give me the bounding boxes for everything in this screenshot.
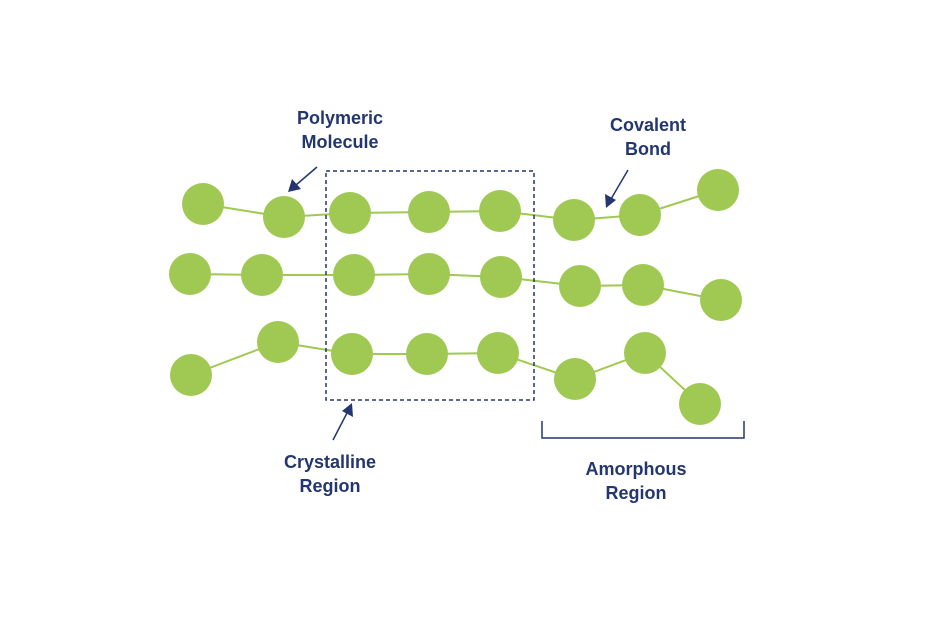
amorphous-region-label-line2: Region xyxy=(605,483,667,503)
crystalline-region-arrow xyxy=(332,403,353,441)
monomer-atom xyxy=(679,383,721,425)
monomer-atom xyxy=(241,254,283,296)
covalent-bond-arrow xyxy=(605,169,629,208)
monomer-atom xyxy=(333,254,375,296)
monomer-atom xyxy=(477,332,519,374)
monomer-atom xyxy=(406,333,448,375)
monomer-atom xyxy=(554,358,596,400)
crystalline-region-label-line1: Crystalline xyxy=(283,452,377,472)
monomer-atom xyxy=(480,256,522,298)
monomer-atom xyxy=(619,194,661,236)
crystalline-region-box xyxy=(325,170,535,401)
covalent-bond-label: Covalent Bond xyxy=(578,113,718,161)
monomer-atom xyxy=(408,191,450,233)
amorphous-region-label: Amorphous Region xyxy=(566,457,706,505)
monomer-atom xyxy=(329,192,371,234)
monomer-atom xyxy=(700,279,742,321)
monomer-atoms xyxy=(169,169,742,425)
monomer-atom xyxy=(624,332,666,374)
covalent-bond-label-line2: Bond xyxy=(625,139,671,159)
monomer-atom xyxy=(553,199,595,241)
monomer-atom xyxy=(622,264,664,306)
covalent-bond-label-line1: Covalent xyxy=(609,115,687,135)
amorphous-region-bracket xyxy=(541,421,745,439)
monomer-atom xyxy=(559,265,601,307)
polymeric-molecule-label-line1: Polymeric xyxy=(296,108,384,128)
amorphous-region-label-line1: Amorphous xyxy=(585,459,687,479)
crystalline-region-label-line2: Region xyxy=(299,476,361,496)
monomer-atom xyxy=(331,333,373,375)
polymeric-molecule-label-line2: Molecule xyxy=(301,132,379,152)
monomer-atom xyxy=(169,253,211,295)
monomer-atom xyxy=(697,169,739,211)
monomer-atom xyxy=(182,183,224,225)
monomer-atom xyxy=(263,196,305,238)
monomer-atom xyxy=(257,321,299,363)
polymeric-molecule-label: Polymeric Molecule xyxy=(270,106,410,154)
polymeric-molecule-arrow xyxy=(288,166,318,192)
monomer-atom xyxy=(170,354,212,396)
monomer-atom xyxy=(408,253,450,295)
crystalline-region-label: Crystalline Region xyxy=(260,450,400,498)
monomer-atom xyxy=(479,190,521,232)
